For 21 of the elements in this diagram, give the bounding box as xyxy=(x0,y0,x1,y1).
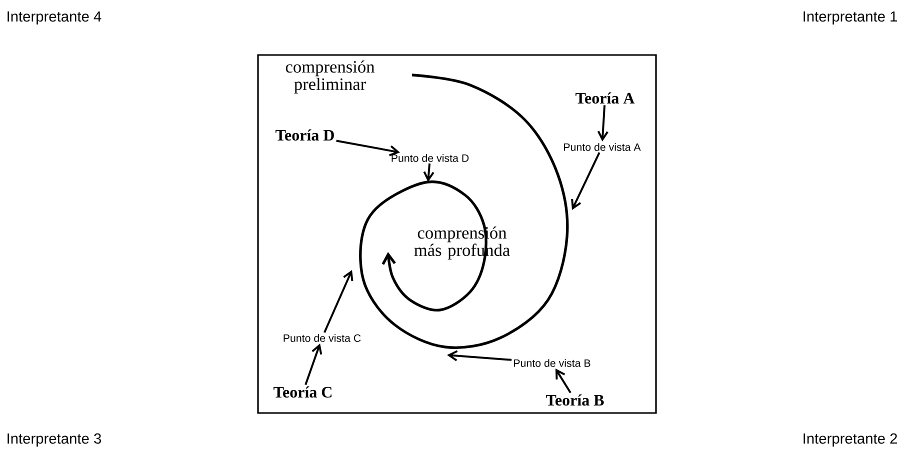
theory-label: Teoría C xyxy=(274,386,332,398)
viewpoint-label: Punto de vista A xyxy=(564,143,641,151)
arrow xyxy=(555,368,572,394)
arrow xyxy=(336,140,400,156)
arrow xyxy=(571,152,600,210)
corner-label: Interpretante 3 xyxy=(8,433,101,447)
arrow xyxy=(304,344,322,386)
arrow xyxy=(447,350,512,362)
theory-label: Teoría D xyxy=(276,129,334,141)
corner-label: Interpretante 2 xyxy=(804,433,897,447)
theory-label: Teoría A xyxy=(576,92,635,104)
arrow xyxy=(324,270,354,333)
corner-label: Interpretante 1 xyxy=(804,11,897,25)
theory-label: Teoría B xyxy=(546,394,604,406)
arrow xyxy=(597,105,608,142)
viewpoint-label: Punto de vista B xyxy=(514,359,590,367)
corner-label: Interpretante 4 xyxy=(8,11,102,25)
arrow xyxy=(423,163,434,182)
viewpoint-label: Punto de vista C xyxy=(284,334,361,342)
viewpoint-label: Punto de vista D xyxy=(392,154,469,162)
spiral-label: comprensión preliminar xyxy=(286,60,375,94)
